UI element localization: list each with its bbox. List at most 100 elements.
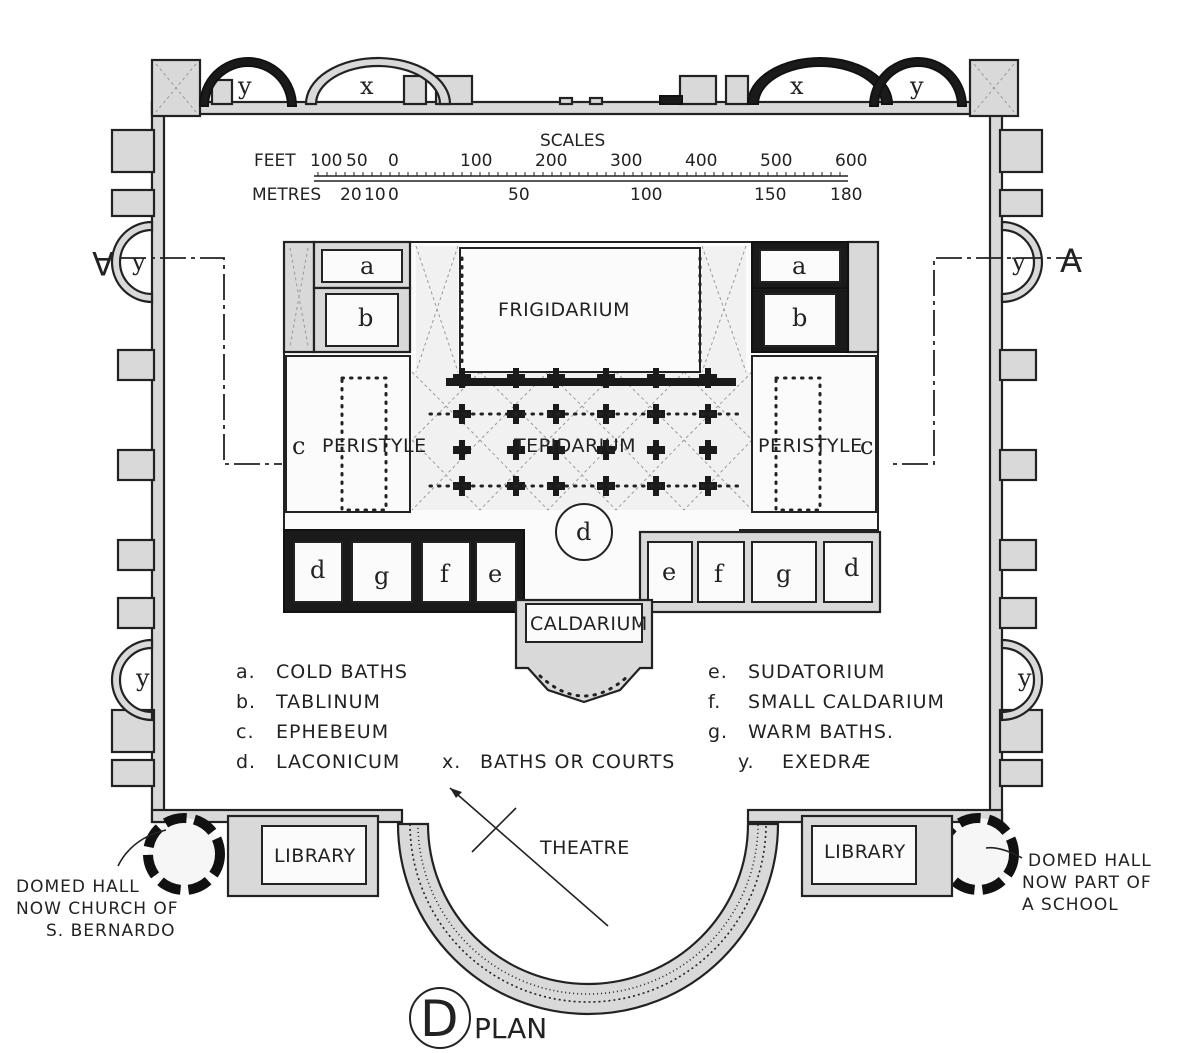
leader-right bbox=[985, 846, 1023, 859]
metres-tick-50: 50 bbox=[508, 185, 530, 205]
laconicum-right bbox=[823, 541, 873, 603]
caldarium-room bbox=[525, 603, 643, 643]
legend-text-e: SUDATORIUM bbox=[748, 661, 885, 683]
leader-left bbox=[117, 829, 167, 867]
letter-y-top-left: y bbox=[237, 72, 252, 100]
letter-y-left-upper: y bbox=[131, 248, 146, 276]
room-letters: a a b b c c d g f e d e f g d y x x y y … bbox=[131, 72, 1032, 692]
note-left-line-2: NOW CHURCH OF bbox=[16, 899, 179, 919]
legend-text-x: BATHS OR COURTS bbox=[480, 751, 675, 773]
domed-hall-left bbox=[143, 813, 225, 895]
label-theatre: THEATRE bbox=[539, 837, 630, 859]
exedra-left-upper bbox=[110, 220, 154, 304]
legend-key-a: a. bbox=[236, 661, 256, 683]
cold-bath-right bbox=[759, 249, 841, 283]
metres-tick-100: 100 bbox=[630, 185, 662, 205]
metres-tick-10: 10 bbox=[364, 185, 386, 205]
scale-labels: SCALES FEET METRES 100 50 0 100 200 300 … bbox=[252, 131, 867, 205]
small-caldarium-right bbox=[697, 541, 745, 603]
left-buttresses bbox=[110, 128, 156, 788]
section-marker-left: A bbox=[92, 244, 114, 282]
scales-title: SCALES bbox=[540, 131, 605, 151]
legend-key-e: e. bbox=[708, 661, 728, 683]
letter-y-right-lower: y bbox=[1017, 664, 1032, 692]
right-buttresses bbox=[998, 128, 1044, 788]
exedrae bbox=[110, 56, 1044, 722]
legend: a. COLD BATHS b. TABLINUM c. EPHEBEUM d.… bbox=[236, 661, 945, 773]
legend-key-g: g. bbox=[708, 721, 728, 743]
scale-bar bbox=[314, 172, 848, 182]
legend-key-y: y. bbox=[738, 751, 755, 773]
metres-label: METRES bbox=[252, 185, 321, 205]
letter-x-top-right: x bbox=[790, 72, 804, 100]
label-peristyle-left: PERISTYLE bbox=[322, 435, 427, 457]
letter-a-right: a bbox=[792, 252, 806, 280]
feet-tick-100-neg: 100 bbox=[310, 151, 342, 171]
legend-text-d: LACONICUM bbox=[276, 751, 400, 773]
cold-bath-left bbox=[321, 249, 403, 283]
library-left-room bbox=[261, 825, 367, 885]
legend-key-d: d. bbox=[236, 751, 256, 773]
letter-d-left: d bbox=[310, 556, 325, 584]
legend-text-a: COLD BATHS bbox=[276, 661, 408, 683]
letter-y-left-lower: y bbox=[135, 664, 150, 692]
warm-bath-left bbox=[351, 541, 413, 603]
library-right-room bbox=[811, 825, 917, 885]
laconicum-left bbox=[293, 541, 343, 603]
legend-text-g: WARM BATHS. bbox=[748, 721, 894, 743]
letter-d-right: d bbox=[844, 554, 859, 582]
feet-tick-400: 400 bbox=[685, 151, 717, 171]
note-right-line-3: A SCHOOL bbox=[1022, 895, 1119, 915]
exedra-right-lower bbox=[1000, 638, 1044, 722]
letter-e-left: e bbox=[488, 560, 502, 588]
frigidarium-room bbox=[459, 247, 701, 373]
theatre-cavea bbox=[396, 822, 780, 1016]
notes: DOMED HALL NOW CHURCH OF S. BERNARDO DOM… bbox=[16, 851, 1151, 941]
small-caldarium-left bbox=[421, 541, 471, 603]
letter-f-left: f bbox=[440, 560, 451, 588]
sudatorium-right bbox=[647, 541, 693, 603]
letter-b-right: b bbox=[792, 304, 807, 332]
label-tepidarium: TEPIDARIUM bbox=[513, 435, 636, 457]
label-library-right: LIBRARY bbox=[824, 841, 906, 863]
label-caldarium: CALDARIUM bbox=[530, 613, 648, 635]
sudatorium-left bbox=[475, 541, 517, 603]
letter-g-left: g bbox=[374, 562, 389, 590]
tablinum-right bbox=[763, 293, 837, 347]
feet-tick-50-neg: 50 bbox=[346, 151, 368, 171]
room-labels: FRIGIDARIUM TEPIDARIUM PERISTYLE PERISTY… bbox=[274, 299, 906, 867]
legend-text-c: EPHEBEUM bbox=[276, 721, 389, 743]
peristyle-right-court bbox=[751, 355, 877, 513]
letter-a-left: a bbox=[360, 252, 374, 280]
legend-text-y: EXEDRÆ bbox=[782, 751, 871, 773]
letter-y-right-upper: y bbox=[1011, 248, 1026, 276]
section-marker-right: A bbox=[1060, 242, 1082, 280]
north-arrow bbox=[449, 787, 609, 927]
letter-g-right: g bbox=[776, 560, 791, 588]
exedra-x-top-right bbox=[746, 57, 894, 105]
feet-tick-0: 0 bbox=[388, 151, 399, 171]
letter-y-top-right: y bbox=[909, 72, 924, 100]
legend-key-c: c. bbox=[236, 721, 255, 743]
vault-hatching bbox=[411, 245, 753, 511]
exedra-right-upper bbox=[1000, 220, 1044, 304]
feet-tick-600: 600 bbox=[835, 151, 867, 171]
letter-x-top-left: x bbox=[360, 72, 374, 100]
letter-b-left: b bbox=[358, 304, 373, 332]
lower-enclosure bbox=[117, 787, 1023, 1016]
letter-d-center: d bbox=[576, 518, 591, 546]
exedra-top-right bbox=[868, 57, 968, 107]
peristyle-left-court bbox=[285, 355, 411, 513]
label-library-left: LIBRARY bbox=[274, 845, 356, 867]
legend-key-f: f. bbox=[708, 691, 721, 713]
note-left-line-3: S. BERNARDO bbox=[46, 921, 175, 941]
warm-bath-right bbox=[751, 541, 817, 603]
caption-word: PLAN bbox=[474, 1012, 547, 1045]
exedra-left-lower bbox=[110, 638, 154, 722]
tablinum-left bbox=[325, 293, 399, 347]
caption-initial: D bbox=[420, 990, 459, 1048]
legend-key-b: b. bbox=[236, 691, 256, 713]
letter-c-left: c bbox=[292, 432, 305, 460]
legend-text-f: SMALL CALDARIUM bbox=[748, 691, 945, 713]
label-peristyle-right: PERISTYLE bbox=[758, 435, 863, 457]
